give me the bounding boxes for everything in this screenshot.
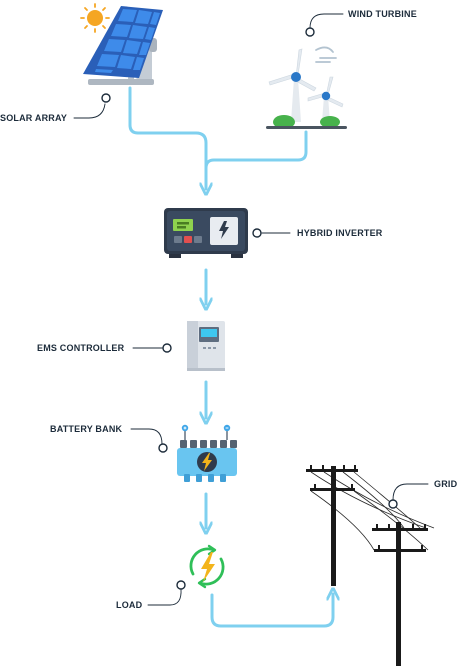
label-solar-array: SOLAR ARRAY	[0, 113, 68, 123]
dot-ems	[162, 343, 172, 353]
leader-battery	[130, 428, 163, 445]
solar-panel-icon	[83, 6, 163, 85]
battery-icon	[177, 424, 237, 482]
power-pole-icon	[306, 465, 435, 666]
label-wind-turbine: WIND TURBINE	[348, 9, 417, 19]
label-grid: GRID	[434, 479, 458, 489]
dot-battery	[158, 443, 168, 453]
leader-solar	[73, 103, 106, 119]
flow-lines	[128, 86, 333, 628]
dot-wind	[305, 27, 315, 37]
dot-inverter	[252, 228, 262, 238]
label-ems-controller: EMS CONTROLLER	[37, 343, 125, 353]
flow-wind-to-inverter	[204, 130, 308, 170]
dot-grid	[388, 499, 398, 509]
label-load: LOAD	[116, 600, 143, 610]
inverter-icon	[164, 208, 248, 258]
wind-turbine-icon	[266, 46, 347, 129]
flow-solar-to-inverter	[128, 86, 206, 189]
controller-cabinet-icon	[187, 321, 225, 371]
dot-load	[176, 580, 186, 590]
callout-leaders	[73, 13, 429, 606]
callout-dots	[101, 27, 398, 590]
sun-icon	[80, 3, 110, 33]
load-bolt-icon	[189, 544, 225, 589]
leader-grid	[392, 483, 429, 501]
leader-wind	[309, 13, 344, 29]
label-hybrid-inverter: HYBRID INVERTER	[297, 228, 383, 238]
flow-load-to-grid	[210, 594, 333, 628]
leader-load	[147, 588, 182, 606]
label-battery-bank: BATTERY BANK	[50, 424, 123, 434]
dot-solar	[101, 93, 111, 103]
